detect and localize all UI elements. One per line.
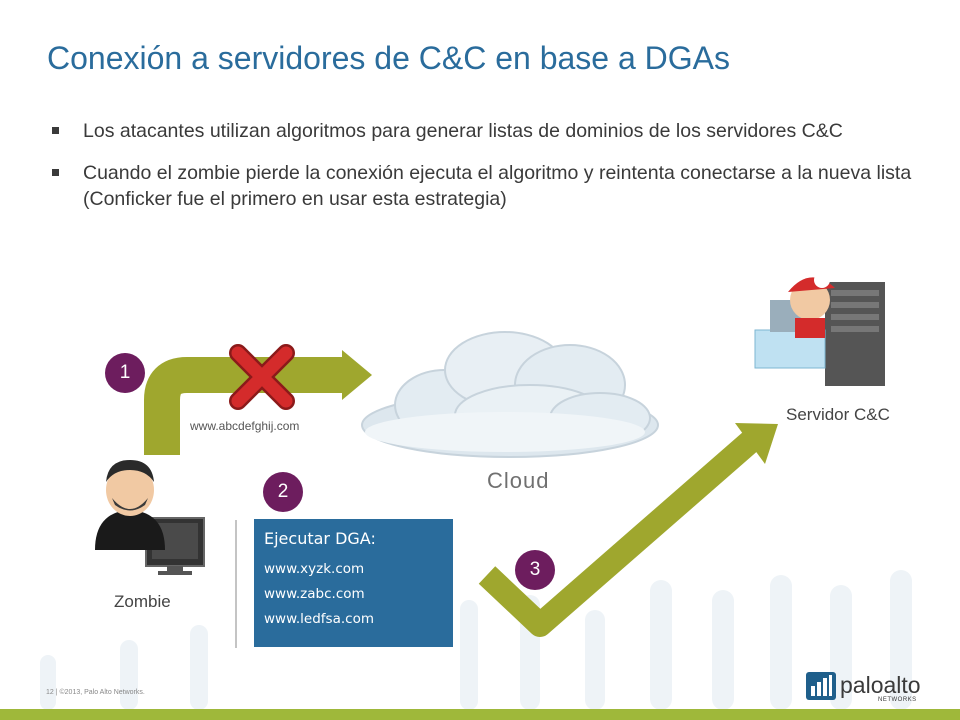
dga-domain: www.xyzk.com [264, 561, 365, 577]
bullet-text: Cuando el zombie pierde la conexión ejec… [83, 162, 912, 210]
cloud-icon [361, 331, 659, 458]
footer-bar [0, 709, 960, 720]
bullet-list: Los atacantes utilizan algoritmos para g… [52, 118, 912, 228]
bullet-marker [52, 127, 59, 134]
dga-box: Ejecutar DGA: www.xyzk.com www.zabc.com … [254, 519, 453, 647]
dga-domain: www.ledfsa.com [264, 611, 374, 627]
bullet-item: Cuando el zombie pierde la conexión ejec… [52, 160, 912, 212]
server-label: Servidor C&C [786, 405, 890, 424]
bullet-item: Los atacantes utilizan algoritmos para g… [52, 118, 912, 144]
zombie-person-icon [95, 460, 205, 575]
arrow-step-1 [144, 350, 372, 455]
dga-heading: Ejecutar DGA: [264, 529, 376, 548]
page-title: Conexión a servidores de C&C en base a D… [47, 40, 731, 76]
dga-domain: www.zabc.com [264, 586, 365, 602]
arrow-step-3 [478, 423, 778, 637]
failed-domain-label: www.abcdefghij.com [190, 419, 300, 433]
footer-copyright: 12 | ©2013, Palo Alto Networks. [46, 689, 145, 696]
step-2-badge: 2 [263, 472, 303, 512]
fail-x-icon [229, 344, 295, 410]
cloud-label: Cloud [487, 468, 550, 493]
hacker-icon [754, 272, 835, 369]
paloalto-logo-icon [806, 672, 836, 700]
logo-text: paloalto [840, 672, 921, 698]
step-1-badge: 1 [105, 353, 145, 393]
zombie-label: Zombie [114, 592, 171, 611]
bullet-text: Los atacantes utilizan algoritmos para g… [83, 120, 843, 142]
step-3-badge: 3 [515, 550, 555, 590]
bullet-marker [52, 169, 59, 176]
logo-subtext: NETWORKS [878, 697, 917, 703]
server-icon [825, 282, 885, 386]
